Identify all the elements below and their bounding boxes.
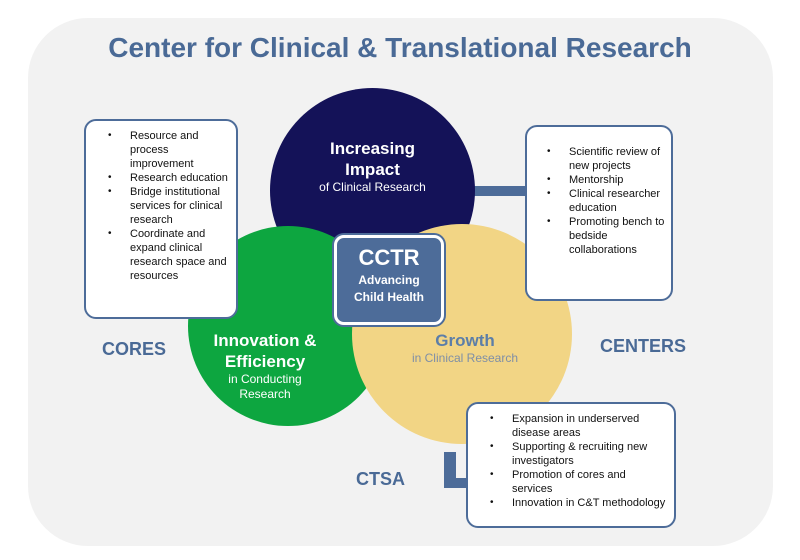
centers-box: Scientific review of new projects Mentor…: [525, 125, 673, 301]
ctsa-item: Promotion of cores and services: [490, 468, 668, 496]
ctsa-connector-horizontal: [444, 478, 468, 488]
cores-item: Bridge institutional services for clinic…: [108, 185, 228, 227]
cores-item: Resource and process improvement: [108, 129, 228, 171]
cores-item: Research education: [108, 171, 228, 185]
impact-text: Increasing Impact of Clinical Research: [300, 138, 445, 195]
ctsa-item: Expansion in underserved disease areas: [490, 412, 668, 440]
ctsa-list: Expansion in underserved disease areas S…: [490, 412, 668, 510]
ctsa-box: Expansion in underserved disease areas S…: [466, 402, 676, 528]
impact-subtitle: of Clinical Research: [319, 180, 426, 194]
impact-heading-1: Increasing: [329, 139, 416, 158]
impact-heading-2: Impact: [345, 160, 400, 179]
cores-label: CORES: [102, 339, 167, 359]
cores-list: Resource and process improvement Researc…: [108, 129, 228, 283]
cores-box: Resource and process improvement Researc…: [84, 119, 238, 319]
diagram-title: Center for Clinical & Translational Rese…: [108, 32, 692, 63]
cctr-tagline-2: Child Health: [353, 290, 424, 304]
centers-item: Mentorship: [547, 173, 665, 187]
growth-text: Growth in Clinical Research: [405, 330, 525, 366]
cctr-name: CCTR: [358, 245, 420, 270]
innovation-text: Innovation & Efficiency in Conducting Re…: [205, 330, 325, 402]
ctsa-item: Innovation in C&T methodology: [490, 496, 668, 510]
centers-label: CENTERS: [600, 336, 687, 356]
cctr-tagline-1: Advancing: [358, 273, 420, 287]
innovation-heading-1: Innovation &: [213, 331, 317, 350]
cores-item: Coordinate and expand clinical research …: [108, 227, 228, 283]
innovation-heading-2: Efficiency: [224, 352, 306, 371]
cctr-center-box: CCTR Advancing Child Health: [334, 235, 444, 325]
ctsa-label: CTSA: [356, 469, 405, 489]
innovation-subtitle-1: in Conducting: [228, 372, 302, 386]
centers-item: Clinical researcher education: [547, 187, 665, 215]
ctsa-item: Supporting & recruiting new investigator…: [490, 440, 668, 468]
centers-list: Scientific review of new projects Mentor…: [547, 145, 665, 257]
growth-heading: Growth: [435, 331, 495, 350]
innovation-subtitle-2: Research: [239, 387, 291, 401]
centers-item: Scientific review of new projects: [547, 145, 665, 173]
centers-item: Promoting bench to bedside collaboration…: [547, 215, 665, 257]
growth-subtitle: in Clinical Research: [411, 351, 519, 365]
centers-connector: [474, 186, 526, 196]
